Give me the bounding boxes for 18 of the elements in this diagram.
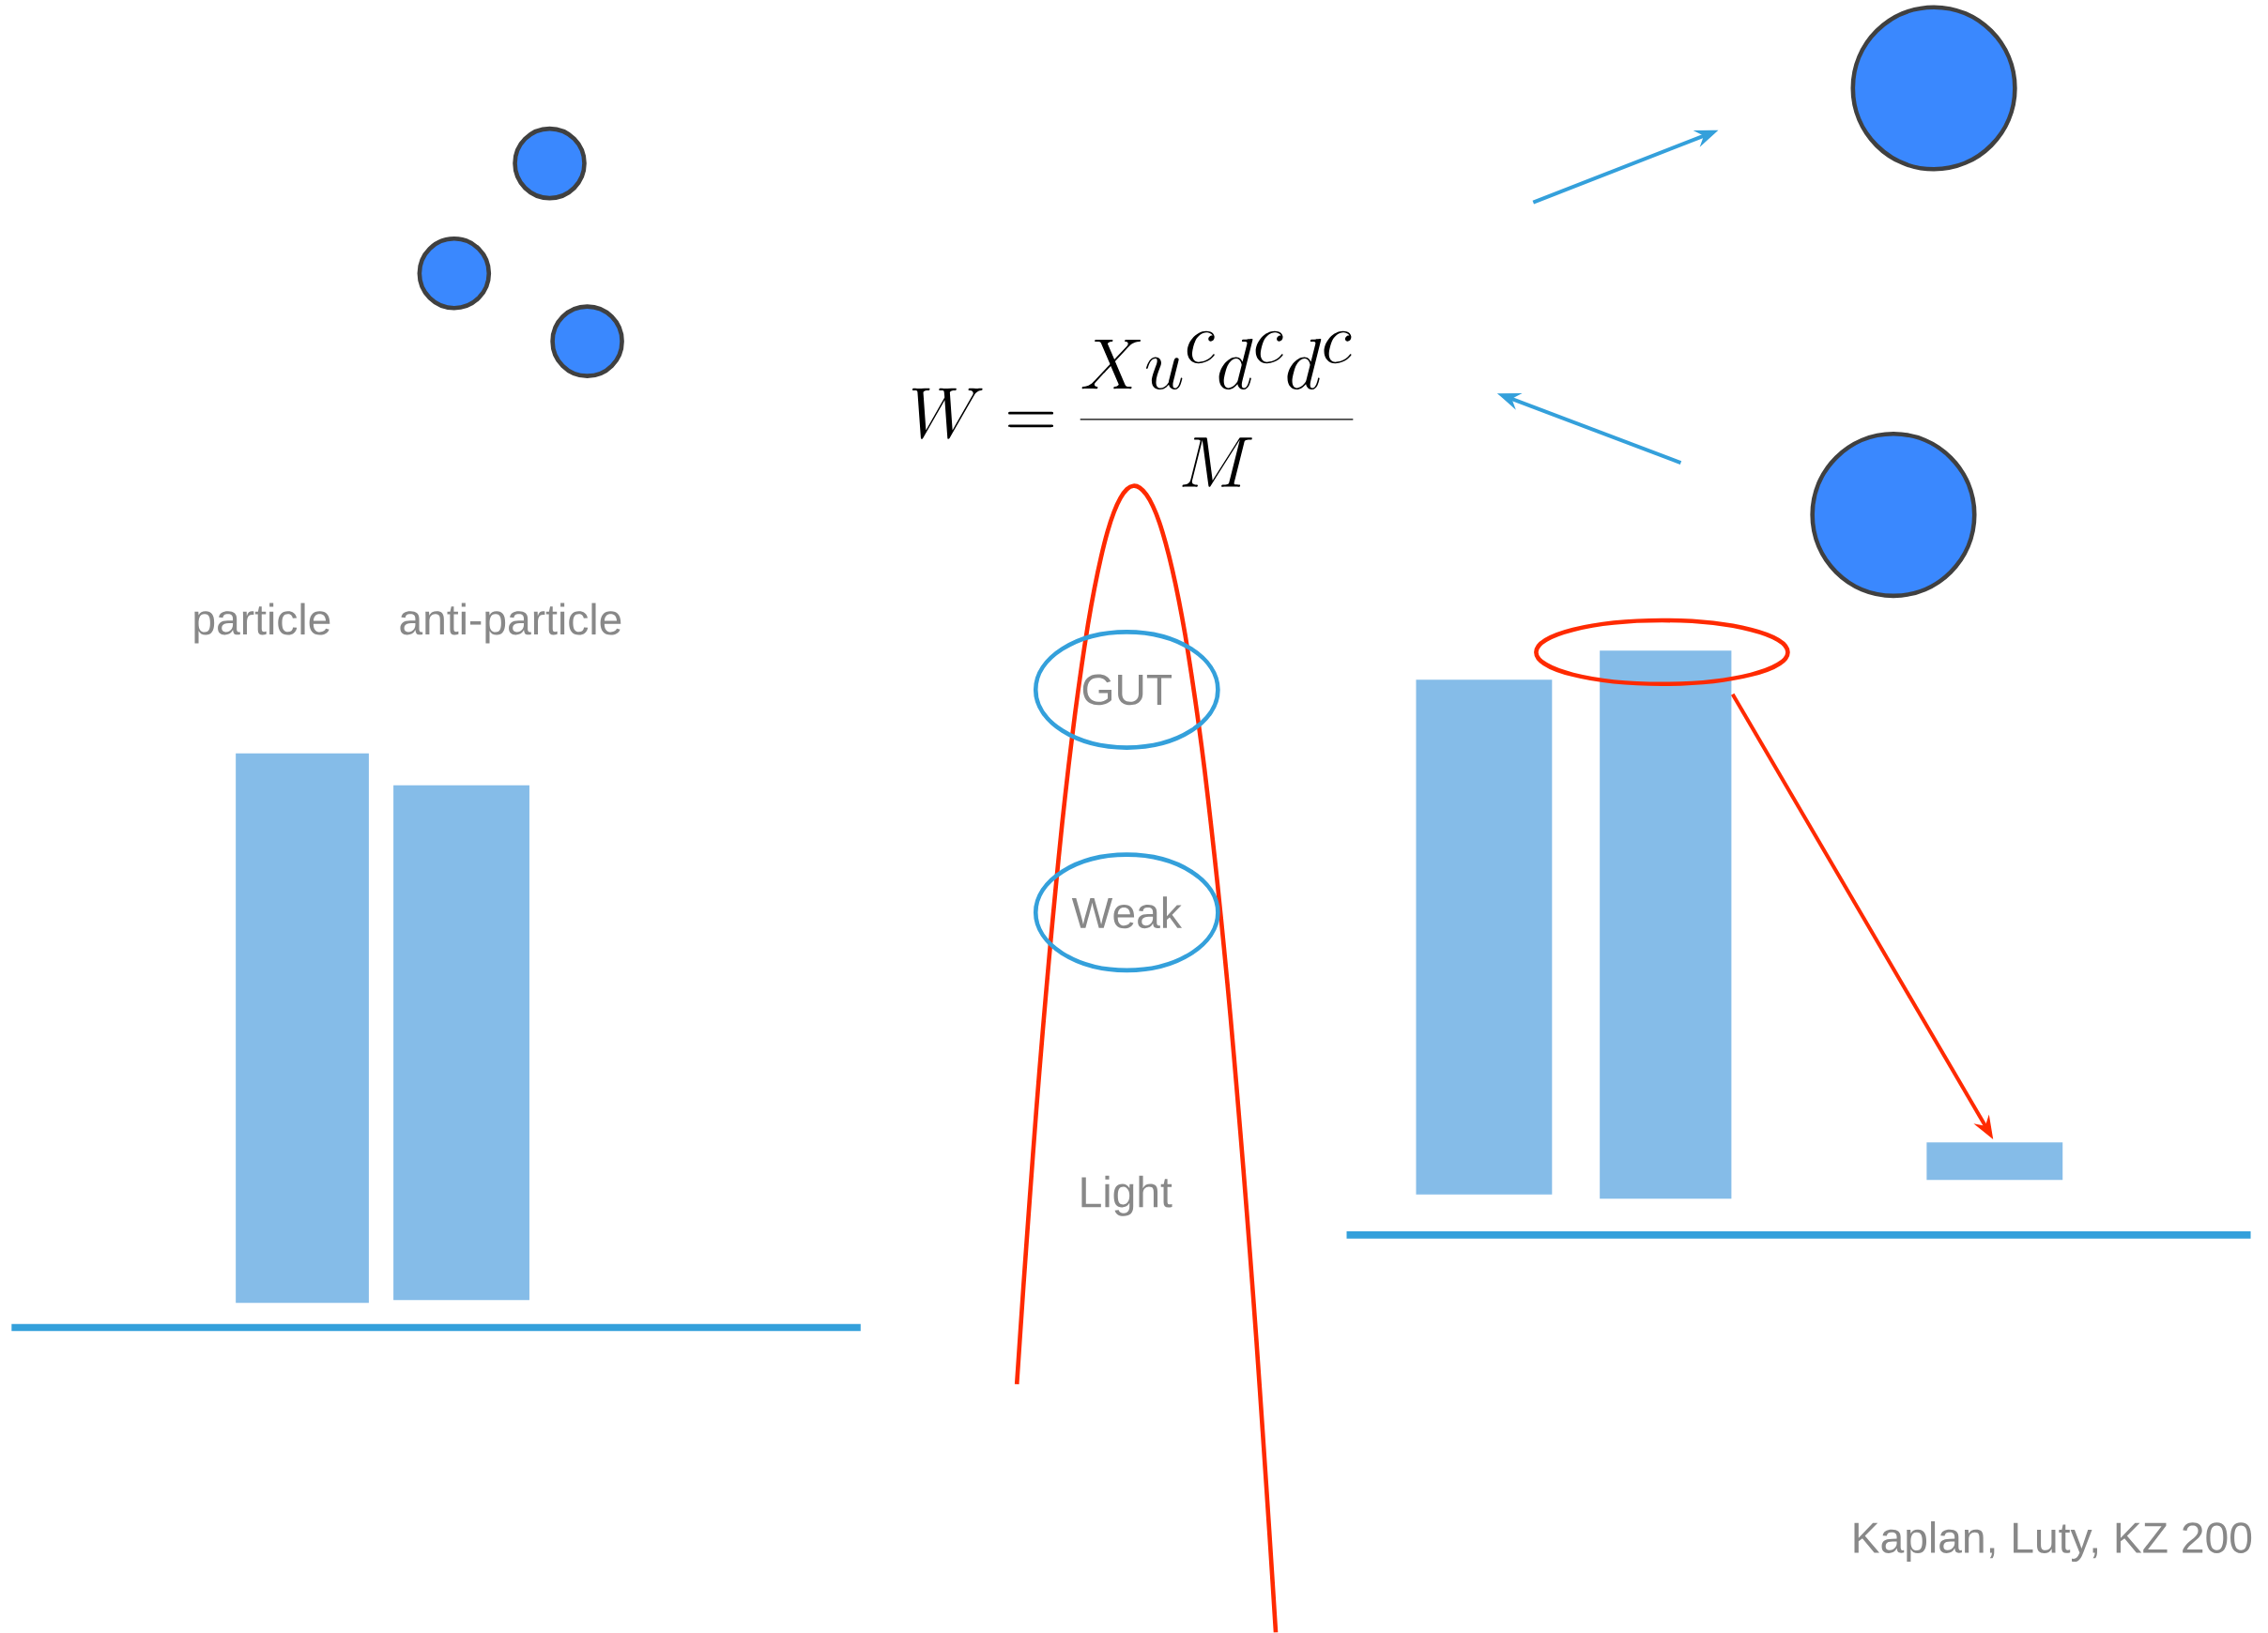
label-text: particle: [194, 603, 330, 644]
bar: [1926, 1142, 2063, 1181]
bar: [1416, 679, 1553, 1195]
bar: [393, 785, 529, 1301]
highlight-ellipse: [1534, 618, 1790, 687]
bar: [236, 753, 369, 1304]
bar: [1600, 650, 1732, 1199]
circled-label: Weak: [1033, 852, 1220, 973]
particle-circle: [513, 127, 587, 201]
particle-circle: [1810, 432, 1977, 599]
formula: $W = \frac{X u^c d^c d^c}{M}$: [912, 330, 1354, 487]
particle-circle: [550, 304, 624, 379]
circled-label: GUT: [1033, 630, 1220, 751]
label-text: Light: [1081, 1175, 1172, 1216]
label-text: anti-particle: [400, 603, 621, 644]
particle-circle: [417, 237, 492, 311]
particle-circle: [1850, 5, 2017, 172]
citation-text: Kaplan, Luty, KZ 200: [1854, 1521, 2252, 1563]
